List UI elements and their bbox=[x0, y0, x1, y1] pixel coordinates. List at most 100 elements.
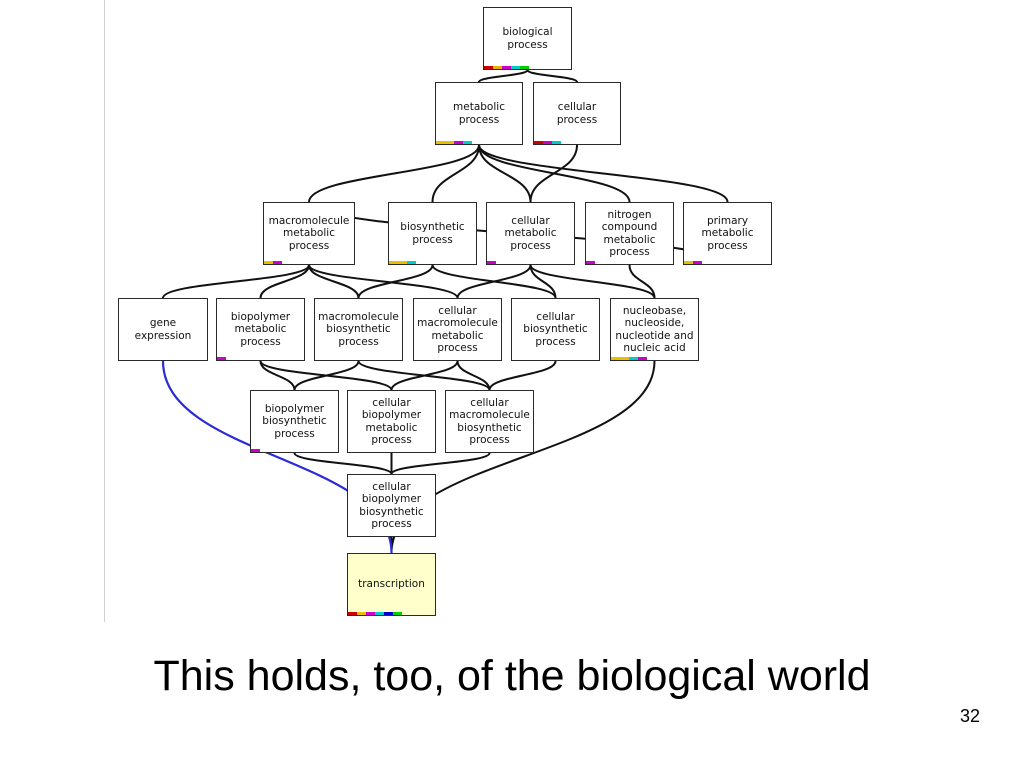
node-label: biosynthetic process bbox=[400, 221, 465, 246]
node-cellular-biopolymer-metabolic-process[interactable]: cellular biopolymer metabolic process bbox=[347, 390, 436, 453]
edge bbox=[478, 144, 532, 203]
node-biopolymer-metabolic-process[interactable]: biopolymer metabolic process bbox=[216, 298, 305, 361]
slide-caption: This holds, too, of the biological world bbox=[153, 652, 871, 700]
color-swatch bbox=[357, 612, 366, 615]
edge bbox=[529, 264, 656, 299]
node-biological-process[interactable]: biological process bbox=[483, 7, 572, 70]
node-label: primary metabolic process bbox=[701, 214, 754, 252]
go-hierarchy-diagram: biological process metabolic process cellu… bbox=[104, 0, 772, 622]
annotation-color-strip bbox=[586, 261, 595, 264]
node-cellular-metabolic-process[interactable]: cellular metabolic process bbox=[486, 202, 575, 265]
color-swatch bbox=[520, 66, 529, 69]
annotation-color-strip bbox=[251, 449, 260, 452]
color-swatch bbox=[638, 357, 647, 360]
node-label: metabolic process bbox=[453, 101, 505, 126]
color-swatch bbox=[366, 612, 375, 615]
color-swatch bbox=[484, 66, 493, 69]
color-swatch bbox=[436, 141, 445, 144]
edge bbox=[390, 452, 491, 475]
node-transcription[interactable]: transcription bbox=[347, 553, 436, 616]
node-label: biopolymer metabolic process bbox=[230, 310, 291, 348]
annotation-color-strip bbox=[484, 66, 529, 69]
color-swatch bbox=[375, 612, 384, 615]
edge bbox=[357, 264, 434, 299]
node-label: cellular process bbox=[556, 101, 598, 126]
node-label: cellular macromolecule metabolic process bbox=[417, 304, 498, 355]
node-label: biopolymer biosynthetic process bbox=[262, 402, 327, 440]
color-swatch bbox=[511, 66, 520, 69]
node-label: macromolecule metabolic process bbox=[268, 214, 350, 252]
node-cellular-macromolecule-biosynthetic-process[interactable]: cellular macromolecule biosynthetic proc… bbox=[445, 390, 534, 453]
color-swatch bbox=[487, 261, 496, 264]
edge bbox=[293, 452, 393, 475]
edge bbox=[529, 264, 557, 299]
edge bbox=[431, 144, 480, 203]
color-swatch bbox=[493, 66, 502, 69]
edge bbox=[162, 264, 310, 299]
node-label: gene expression bbox=[134, 317, 192, 342]
annotation-color-strip bbox=[684, 261, 702, 264]
node-label: transcription bbox=[358, 578, 425, 591]
annotation-color-strip bbox=[487, 261, 496, 264]
node-cellular-process[interactable]: cellular process bbox=[533, 82, 621, 145]
node-label: nitrogen compound metabolic process bbox=[601, 208, 658, 259]
edge bbox=[259, 264, 310, 299]
color-swatch bbox=[251, 449, 260, 452]
node-label: biological process bbox=[502, 26, 553, 51]
annotation-color-strip bbox=[534, 141, 561, 144]
annotation-color-strip bbox=[264, 261, 282, 264]
color-swatch bbox=[273, 261, 282, 264]
panel-border bbox=[104, 0, 105, 622]
annotation-color-strip bbox=[389, 261, 416, 264]
color-swatch bbox=[543, 141, 552, 144]
node-cellular-biosynthetic-process[interactable]: cellular biosynthetic process bbox=[511, 298, 600, 361]
edge bbox=[526, 69, 578, 83]
node-biopolymer-biosynthetic-process[interactable]: biopolymer biosynthetic process bbox=[250, 390, 339, 453]
node-nitrogen-compound-metabolic-process[interactable]: nitrogen compound metabolic process bbox=[585, 202, 674, 265]
node-label: nucleobase, nucleoside, nucleotide and n… bbox=[615, 304, 694, 355]
color-swatch bbox=[393, 612, 402, 615]
node-macromolecule-biosynthetic-process[interactable]: macromolecule biosynthetic process bbox=[314, 298, 403, 361]
node-primary-metabolic-process[interactable]: primary metabolic process bbox=[683, 202, 772, 265]
node-label: cellular biopolymer biosynthetic process bbox=[359, 480, 424, 531]
color-swatch bbox=[552, 141, 561, 144]
color-swatch bbox=[620, 357, 629, 360]
node-gene-expression[interactable]: gene expression bbox=[118, 298, 208, 361]
node-label: macromolecule biosynthetic process bbox=[318, 310, 399, 348]
color-swatch bbox=[502, 66, 511, 69]
edge bbox=[293, 360, 360, 391]
node-metabolic-process[interactable]: metabolic process bbox=[435, 82, 523, 145]
edge-layer bbox=[161, 69, 729, 554]
node-label: cellular macromolecule biosynthetic proc… bbox=[449, 396, 530, 447]
color-swatch bbox=[534, 141, 543, 144]
color-swatch bbox=[454, 141, 463, 144]
edge bbox=[488, 360, 557, 391]
edge bbox=[308, 144, 480, 203]
edge bbox=[628, 264, 656, 299]
color-swatch bbox=[384, 612, 393, 615]
color-swatch bbox=[611, 357, 620, 360]
node-macromolecule-metabolic-process[interactable]: macromolecule metabolic process bbox=[263, 202, 355, 265]
color-swatch bbox=[398, 261, 407, 264]
color-swatch bbox=[463, 141, 472, 144]
color-swatch bbox=[445, 141, 454, 144]
color-swatch bbox=[629, 357, 638, 360]
annotation-color-strip bbox=[436, 141, 472, 144]
node-label: cellular biopolymer metabolic process bbox=[361, 396, 422, 447]
edge bbox=[478, 144, 729, 203]
edge bbox=[456, 360, 491, 391]
color-swatch bbox=[586, 261, 595, 264]
node-label: cellular metabolic process bbox=[504, 214, 557, 252]
color-swatch bbox=[684, 261, 693, 264]
edge bbox=[308, 264, 459, 299]
edge bbox=[308, 264, 360, 299]
color-swatch bbox=[693, 261, 702, 264]
annotation-color-strip bbox=[217, 357, 226, 360]
color-swatch bbox=[389, 261, 398, 264]
node-cellular-biopolymer-biosynthetic-process[interactable]: cellular biopolymer biosynthetic process bbox=[347, 474, 436, 537]
node-biosynthetic-process[interactable]: biosynthetic process bbox=[388, 202, 477, 265]
node-nucleobase-nucleoside-nucleotide-and-nucleic-acid[interactable]: nucleobase, nucleoside, nucleotide and n… bbox=[610, 298, 699, 361]
edge bbox=[390, 360, 459, 391]
annotation-color-strip bbox=[611, 357, 647, 360]
node-cellular-macromolecule-metabolic-process[interactable]: cellular macromolecule metabolic process bbox=[413, 298, 502, 361]
